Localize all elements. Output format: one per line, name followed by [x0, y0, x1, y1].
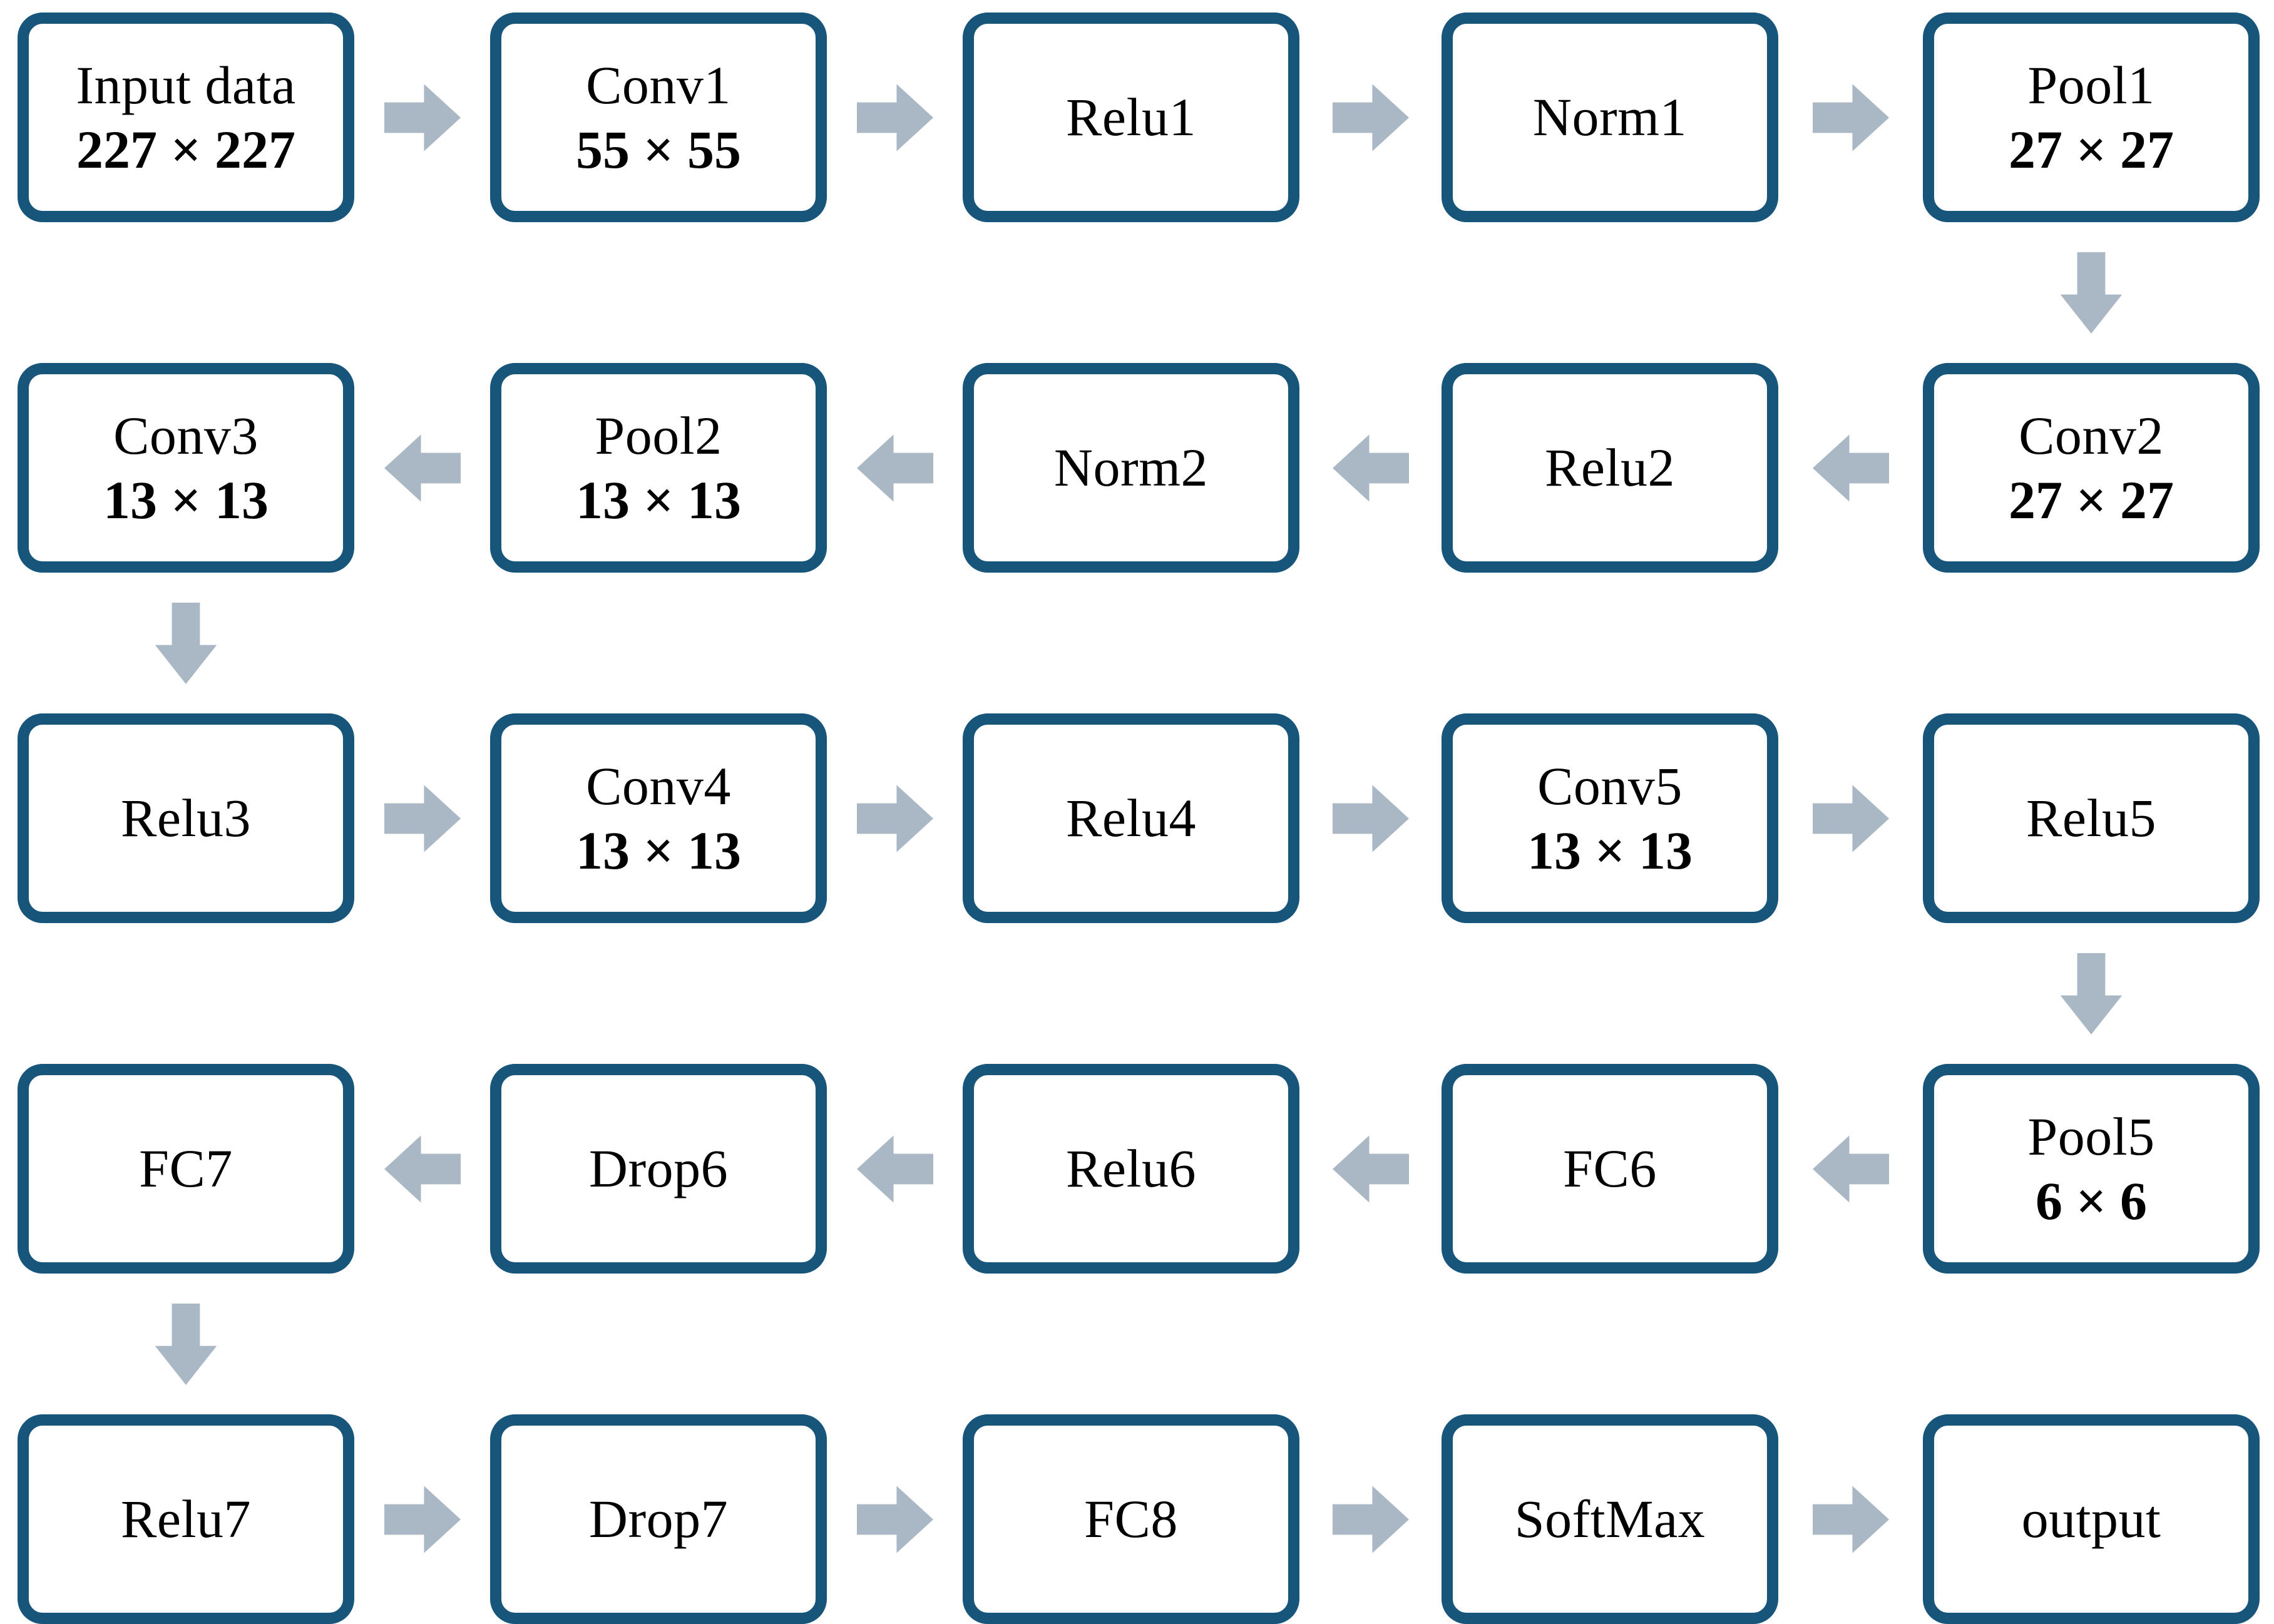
layer-node-relu3[interactable]: Relu3 — [18, 713, 354, 923]
layer-node-dimensions: 27 × 27 — [2008, 119, 2174, 180]
layer-node-dimensions: 6 × 6 — [2035, 1170, 2147, 1231]
layer-node-dimensions: 55 × 55 — [575, 119, 741, 180]
arrow-right-conv1-to-relu1 — [856, 79, 933, 156]
layer-node-softmax[interactable]: SoftMax — [1442, 1414, 1778, 1624]
layer-node-label: SoftMax — [1514, 1489, 1706, 1550]
arrow-right-relu3-to-conv4 — [384, 780, 461, 857]
layer-node-label: Input data — [76, 55, 296, 116]
arrow-right-drop7-to-fc8 — [856, 1481, 933, 1558]
arrow-left-pool2-to-conv3 — [384, 430, 461, 506]
layer-node-output[interactable]: output — [1923, 1414, 2260, 1624]
layer-node-dimensions: 227 × 227 — [76, 119, 295, 180]
layer-node-norm2[interactable]: Norm2 — [963, 363, 1299, 573]
layer-node-norm1[interactable]: Norm1 — [1442, 13, 1778, 222]
layer-node-relu5[interactable]: Relu5 — [1923, 713, 2260, 923]
layer-node-label: Relu6 — [1066, 1138, 1196, 1199]
layer-node-drop6[interactable]: Drop6 — [490, 1064, 827, 1274]
arrow-right-relu4-to-conv5 — [1332, 780, 1409, 857]
layer-node-label: Drop7 — [588, 1489, 729, 1550]
arrow-left-relu2-to-norm2 — [1332, 430, 1409, 506]
layer-node-fc6[interactable]: FC6 — [1442, 1064, 1778, 1274]
arrow-left-norm2-to-pool2 — [856, 430, 933, 506]
layer-node-label: Conv3 — [113, 406, 259, 466]
layer-node-label: Relu4 — [1066, 788, 1196, 849]
layer-node-dimensions: 13 × 13 — [575, 469, 741, 530]
layer-node-label: Relu2 — [1545, 437, 1675, 498]
arrow-right-relu7-to-drop7 — [384, 1481, 461, 1558]
layer-node-label: FC8 — [1084, 1489, 1178, 1550]
layer-node-relu1[interactable]: Relu1 — [963, 13, 1299, 222]
layer-node-label: Conv4 — [586, 756, 731, 817]
layer-node-label: Relu5 — [2026, 788, 2156, 849]
arrow-right-fc8-to-softmax — [1332, 1481, 1409, 1558]
layer-node-label: Pool1 — [2027, 55, 2155, 116]
layer-node-drop7[interactable]: Drop7 — [490, 1414, 827, 1624]
layer-node-label: Relu3 — [121, 788, 251, 849]
arrow-left-conv2-to-relu2 — [1812, 430, 1889, 506]
arrow-right-relu1-to-norm1 — [1332, 79, 1409, 156]
arrow-down-conv3-to-relu3 — [151, 602, 221, 684]
layer-node-label: FC7 — [139, 1138, 233, 1199]
arrow-right-conv4-to-relu4 — [856, 780, 933, 857]
layer-node-label: Conv5 — [1537, 756, 1682, 817]
layer-node-fc7[interactable]: FC7 — [18, 1064, 354, 1274]
layer-node-relu7[interactable]: Relu7 — [18, 1414, 354, 1624]
arrow-down-relu5-to-pool5 — [2056, 952, 2126, 1034]
layer-node-label: output — [2021, 1489, 2161, 1550]
arrow-right-softmax-to-output — [1812, 1481, 1889, 1558]
layer-node-dimensions: 13 × 13 — [103, 469, 269, 530]
layer-node-label: Norm1 — [1532, 87, 1688, 148]
layer-node-dimensions: 13 × 13 — [575, 820, 741, 881]
arrow-left-pool5-to-fc6 — [1812, 1131, 1889, 1207]
arrow-left-relu6-to-drop6 — [856, 1131, 933, 1207]
layer-node-dimensions: 27 × 27 — [2008, 469, 2174, 530]
layer-node-dimensions: 13 × 13 — [1527, 820, 1693, 881]
arrow-right-input-to-conv1 — [384, 79, 461, 156]
arrow-left-fc6-to-relu6 — [1332, 1131, 1409, 1207]
layer-node-label: Conv1 — [586, 55, 731, 116]
layer-node-label: Relu1 — [1066, 87, 1196, 148]
layer-node-label: FC6 — [1563, 1138, 1657, 1199]
layer-node-relu2[interactable]: Relu2 — [1442, 363, 1778, 573]
layer-node-label: Relu7 — [121, 1489, 251, 1550]
arrow-down-fc7-to-relu7 — [151, 1303, 221, 1385]
layer-node-label: Norm2 — [1053, 437, 1209, 498]
layer-node-fc8[interactable]: FC8 — [963, 1414, 1299, 1624]
layer-node-label: Drop6 — [588, 1138, 729, 1199]
arrow-down-pool1-to-conv2 — [2056, 252, 2126, 334]
arrow-left-drop6-to-fc7 — [384, 1131, 461, 1207]
layer-node-label: Conv2 — [2019, 406, 2164, 466]
layer-node-label: Pool2 — [595, 406, 722, 466]
layer-node-relu4[interactable]: Relu4 — [963, 713, 1299, 923]
layer-node-relu6[interactable]: Relu6 — [963, 1064, 1299, 1274]
layer-node-label: Pool5 — [2027, 1106, 2155, 1167]
arrow-right-norm1-to-pool1 — [1812, 79, 1889, 156]
arrow-right-conv5-to-relu5 — [1812, 780, 1889, 857]
